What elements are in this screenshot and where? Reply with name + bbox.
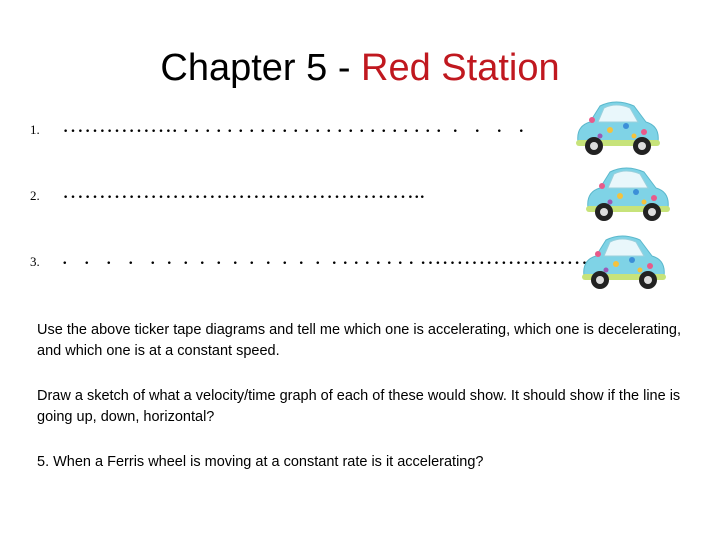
ticker-tape-dots: . . . . . . . . . . . . . . . . . . . . … (62, 244, 596, 269)
slide-title: Chapter 5 - Red Station (0, 44, 720, 92)
flower-car-icon (576, 101, 660, 155)
instruction-paragraph: Use the above ticker tape diagrams and t… (37, 322, 681, 359)
tape-number: 2. (30, 188, 40, 203)
ticker-tape-row-1: 1. ……………. . . . . . . . . . . . . . . . … (0, 100, 720, 160)
tape-number: 1. (30, 122, 40, 137)
tape-number: 3. (30, 254, 40, 269)
question-paragraph: 5. When a Ferris wheel is moving at a co… (37, 454, 484, 470)
instruction-paragraph: Draw a sketch of what a velocity/time gr… (37, 388, 681, 425)
title-main: Chapter 5 - (160, 47, 362, 89)
ticker-tape-row-3: 3. . . . . . . . . . . . . . . . . . . .… (0, 232, 720, 292)
ticker-tape-row-2: 2. ………………………………………….. (0, 166, 720, 226)
ticker-tape-dots: ……………. . . . . . . . . . . . . . . . . .… (62, 112, 524, 137)
flower-car-icon (586, 167, 670, 221)
title-accent: Red Station (361, 47, 560, 89)
ticker-tape-dots: ………………………………………….. (62, 178, 425, 203)
flower-car-icon (582, 235, 666, 289)
